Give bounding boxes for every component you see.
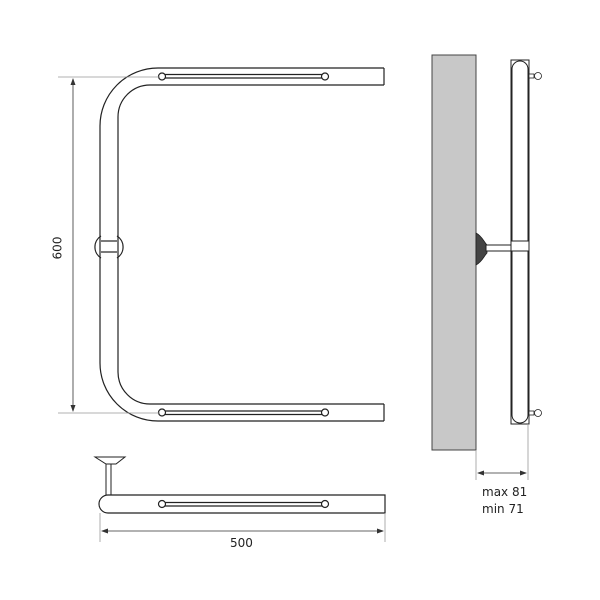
width-dimension-label: 500 xyxy=(230,536,253,550)
height-dimension-label: 600 xyxy=(50,236,65,260)
bottom-end-plug xyxy=(528,409,542,417)
wall xyxy=(431,54,477,451)
top-view-slot xyxy=(157,499,330,509)
front-view xyxy=(58,67,385,422)
top-view-bar xyxy=(98,494,386,514)
wall-mount-base xyxy=(475,232,488,266)
width-dimension xyxy=(99,513,386,542)
tube-outer-contour xyxy=(99,67,384,422)
top-view xyxy=(93,456,386,542)
side-view xyxy=(431,54,542,480)
top-end-plug xyxy=(528,72,542,80)
bottom-slot xyxy=(157,408,330,417)
top-slot xyxy=(157,72,330,81)
offset-max-label: max 81 xyxy=(482,485,528,499)
offset-min-label: min 71 xyxy=(482,502,524,516)
wall-mount-flange xyxy=(94,235,124,259)
tube-inner-contour xyxy=(117,84,384,405)
top-view-mount xyxy=(93,456,127,496)
height-dimension xyxy=(58,76,160,414)
mount-rod xyxy=(485,244,512,252)
offset-dimension xyxy=(475,424,529,480)
tube-clamp xyxy=(510,240,530,252)
